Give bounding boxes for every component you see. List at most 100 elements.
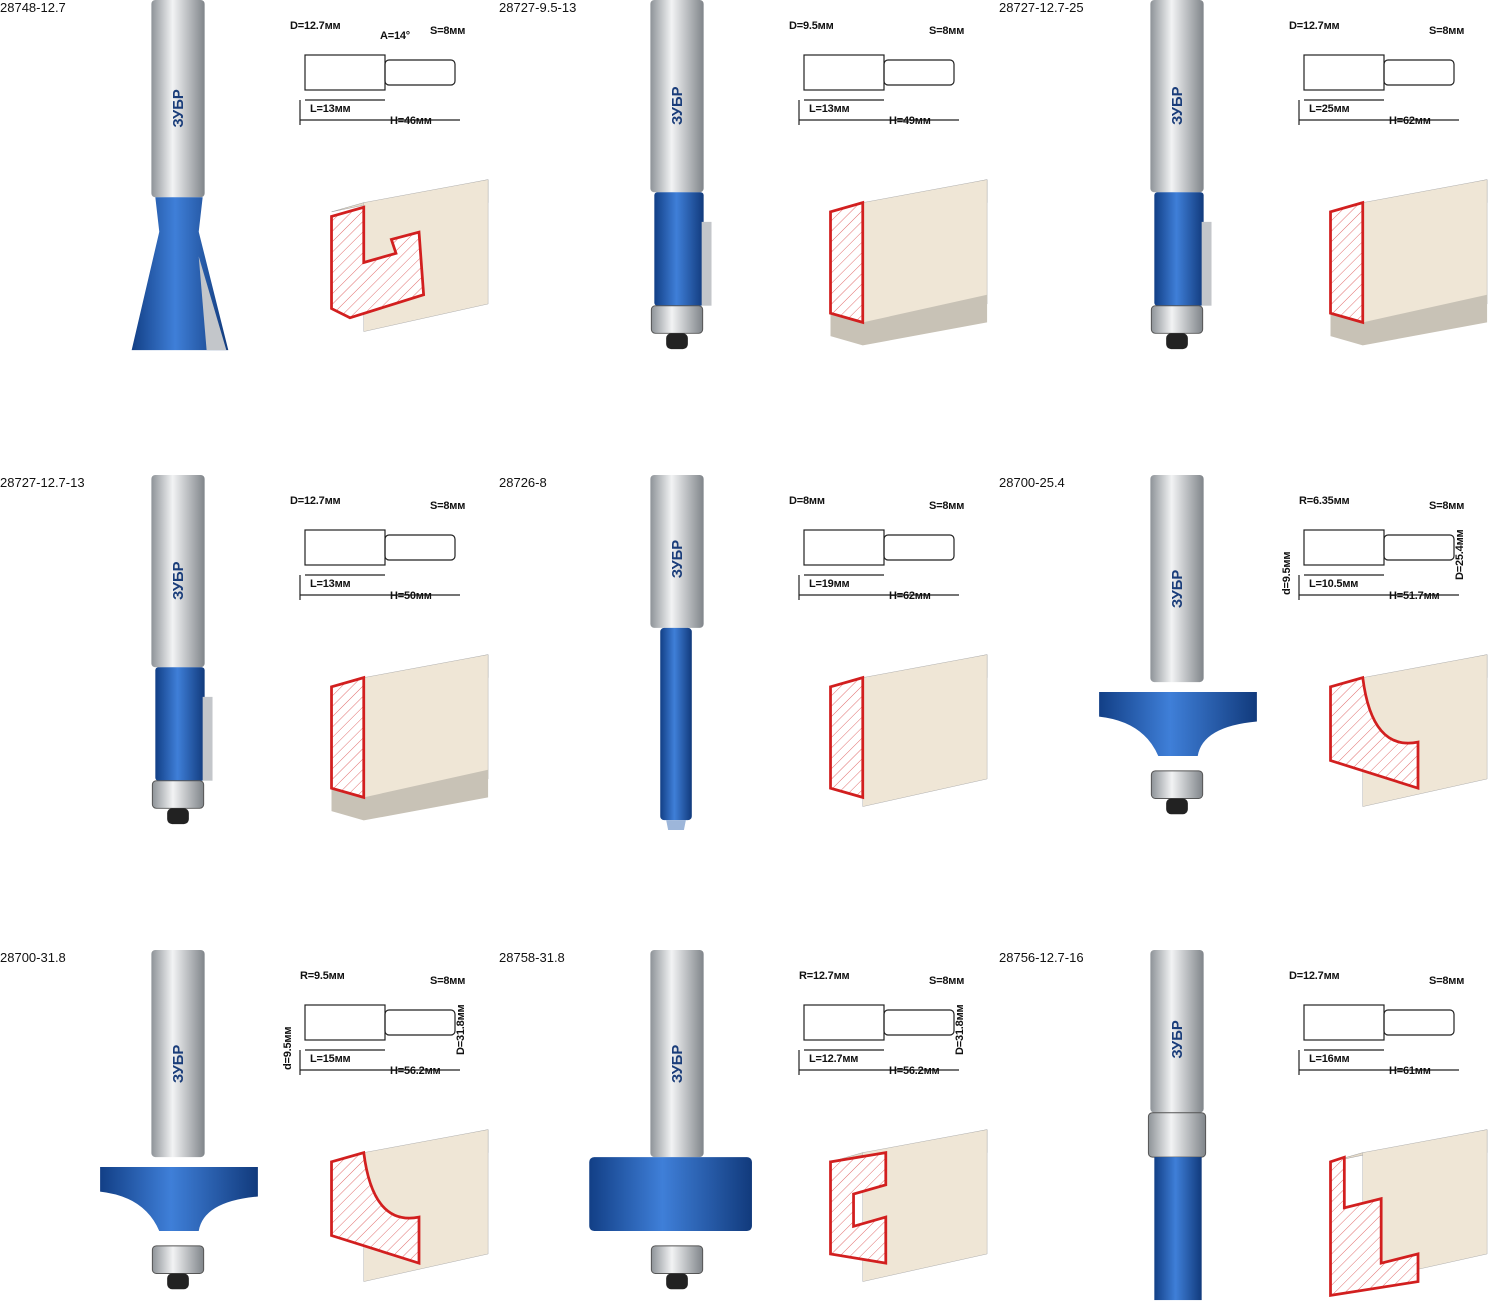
brand-logo: ЗУБР: [670, 1045, 686, 1084]
dimension-label-d2: D=25.4мм: [1454, 529, 1466, 580]
shank: [151, 475, 205, 668]
product-code: 28727-12.7-25: [999, 0, 1084, 15]
dimension-label-r: R=6.35мм: [1299, 495, 1350, 507]
router-bit-image: ЗУБР: [589, 950, 752, 1290]
dimension-label-h: H=49мм: [889, 115, 931, 127]
dimension-label-s: S=8мм: [929, 25, 965, 37]
dimension-label-d: D=12.7мм: [1289, 20, 1340, 32]
bearing: [1147, 1112, 1207, 1158]
wood-profile-image: [829, 1129, 988, 1282]
dimension-label-s: S=8мм: [430, 500, 466, 512]
cut-hatch: [1330, 202, 1363, 323]
bearing: [1150, 770, 1204, 799]
brand-logo: ЗУБР: [171, 89, 187, 128]
cutter: [155, 667, 205, 781]
cutter: [660, 627, 692, 821]
cut-hatch: [331, 207, 424, 318]
brand-logo: ЗУБР: [1170, 570, 1186, 609]
dimension-label-l: L=13мм: [310, 103, 351, 115]
cut-hatch: [830, 1152, 886, 1264]
bearing-screw: [1166, 798, 1188, 815]
wood-profile-image: [330, 654, 489, 821]
technical-drawing: [299, 54, 460, 125]
dimension-label-d: D=12.7мм: [290, 20, 341, 32]
router-bit-image: ЗУБР: [650, 0, 712, 350]
dimension-label-l: L=16мм: [1309, 1053, 1350, 1065]
bearing: [151, 1245, 205, 1274]
dimension-label-h: H=61мм: [1389, 1065, 1431, 1077]
cutter: [1154, 192, 1204, 306]
bearing: [650, 1245, 704, 1274]
cut-hatch: [331, 1152, 420, 1264]
router-bit-image: ЗУБР: [151, 475, 213, 825]
technical-drawing: [299, 529, 460, 600]
wood-base: [331, 769, 489, 821]
bearing: [151, 780, 205, 809]
wood-base: [830, 294, 988, 346]
shank: [1150, 475, 1204, 683]
dimension-label-s: S=8мм: [929, 500, 965, 512]
router-bit-image: ЗУБР: [1099, 475, 1257, 815]
dimension-label-s: S=8мм: [929, 975, 965, 987]
dimension-label-d2: D=31.8мм: [455, 1004, 467, 1055]
dimension-label-h: H=46мм: [390, 115, 432, 127]
technical-drawing: [798, 54, 959, 125]
product-code: 28700-25.4: [999, 475, 1065, 490]
router-bit-image: ЗУБР: [100, 950, 258, 1290]
wood-face: [862, 654, 988, 807]
product-code: 28700-31.8: [0, 950, 66, 965]
cut-hatch: [1330, 1157, 1419, 1296]
technical-drawing: [1298, 54, 1459, 125]
router-bit-image: ЗУБР: [1150, 0, 1212, 350]
shank: [151, 950, 205, 1158]
wood-profile-image: [1329, 1129, 1488, 1298]
cutter: [654, 192, 704, 306]
cutter: [1154, 1157, 1202, 1301]
product-code: 28726-8: [499, 475, 547, 490]
brand-logo: ЗУБР: [1170, 1020, 1186, 1059]
wood-profile-image: [330, 1129, 489, 1282]
dimension-label-l: L=15мм: [310, 1053, 351, 1065]
dimension-label-s: S=8мм: [1429, 500, 1465, 512]
dimension-label-s: S=8мм: [1429, 975, 1465, 987]
shank: [650, 475, 704, 628]
shank: [650, 0, 704, 193]
dimension-label-h: H=56.2мм: [390, 1065, 441, 1077]
wood-profile-image: [1329, 179, 1488, 346]
dimension-label-d: D=12.7мм: [290, 495, 341, 507]
wood-profile-image: [829, 179, 988, 346]
dimension-label-r: R=12.7мм: [799, 970, 850, 982]
product-code: 28727-9.5-13: [499, 0, 577, 15]
dimension-label-d: d=9.5мм: [1281, 551, 1293, 595]
cut-hatch: [830, 202, 863, 323]
dimension-label-d2: D=31.8мм: [954, 1004, 966, 1055]
brand-logo: ЗУБР: [670, 540, 686, 579]
product-code: 28727-12.7-13: [0, 475, 85, 490]
dimension-label-d: D=9.5мм: [789, 20, 834, 32]
dimension-label-s: S=8мм: [430, 975, 466, 987]
brand-logo: ЗУБР: [171, 561, 187, 600]
bearing-screw: [1166, 333, 1188, 350]
brand-logo: ЗУБР: [1170, 86, 1186, 125]
product-code: 28748-12.7: [0, 0, 66, 15]
bearing: [650, 305, 704, 334]
dimension-label-h: H=50мм: [390, 590, 432, 602]
wood-base: [1330, 294, 1488, 346]
router-bit-image: ЗУБР: [131, 0, 229, 351]
technical-drawing: [1298, 1004, 1459, 1075]
dimension-label-l: L=13мм: [809, 103, 850, 115]
product-code: 28758-31.8: [499, 950, 565, 965]
dimension-label-d: D=12.7мм: [1289, 970, 1340, 982]
